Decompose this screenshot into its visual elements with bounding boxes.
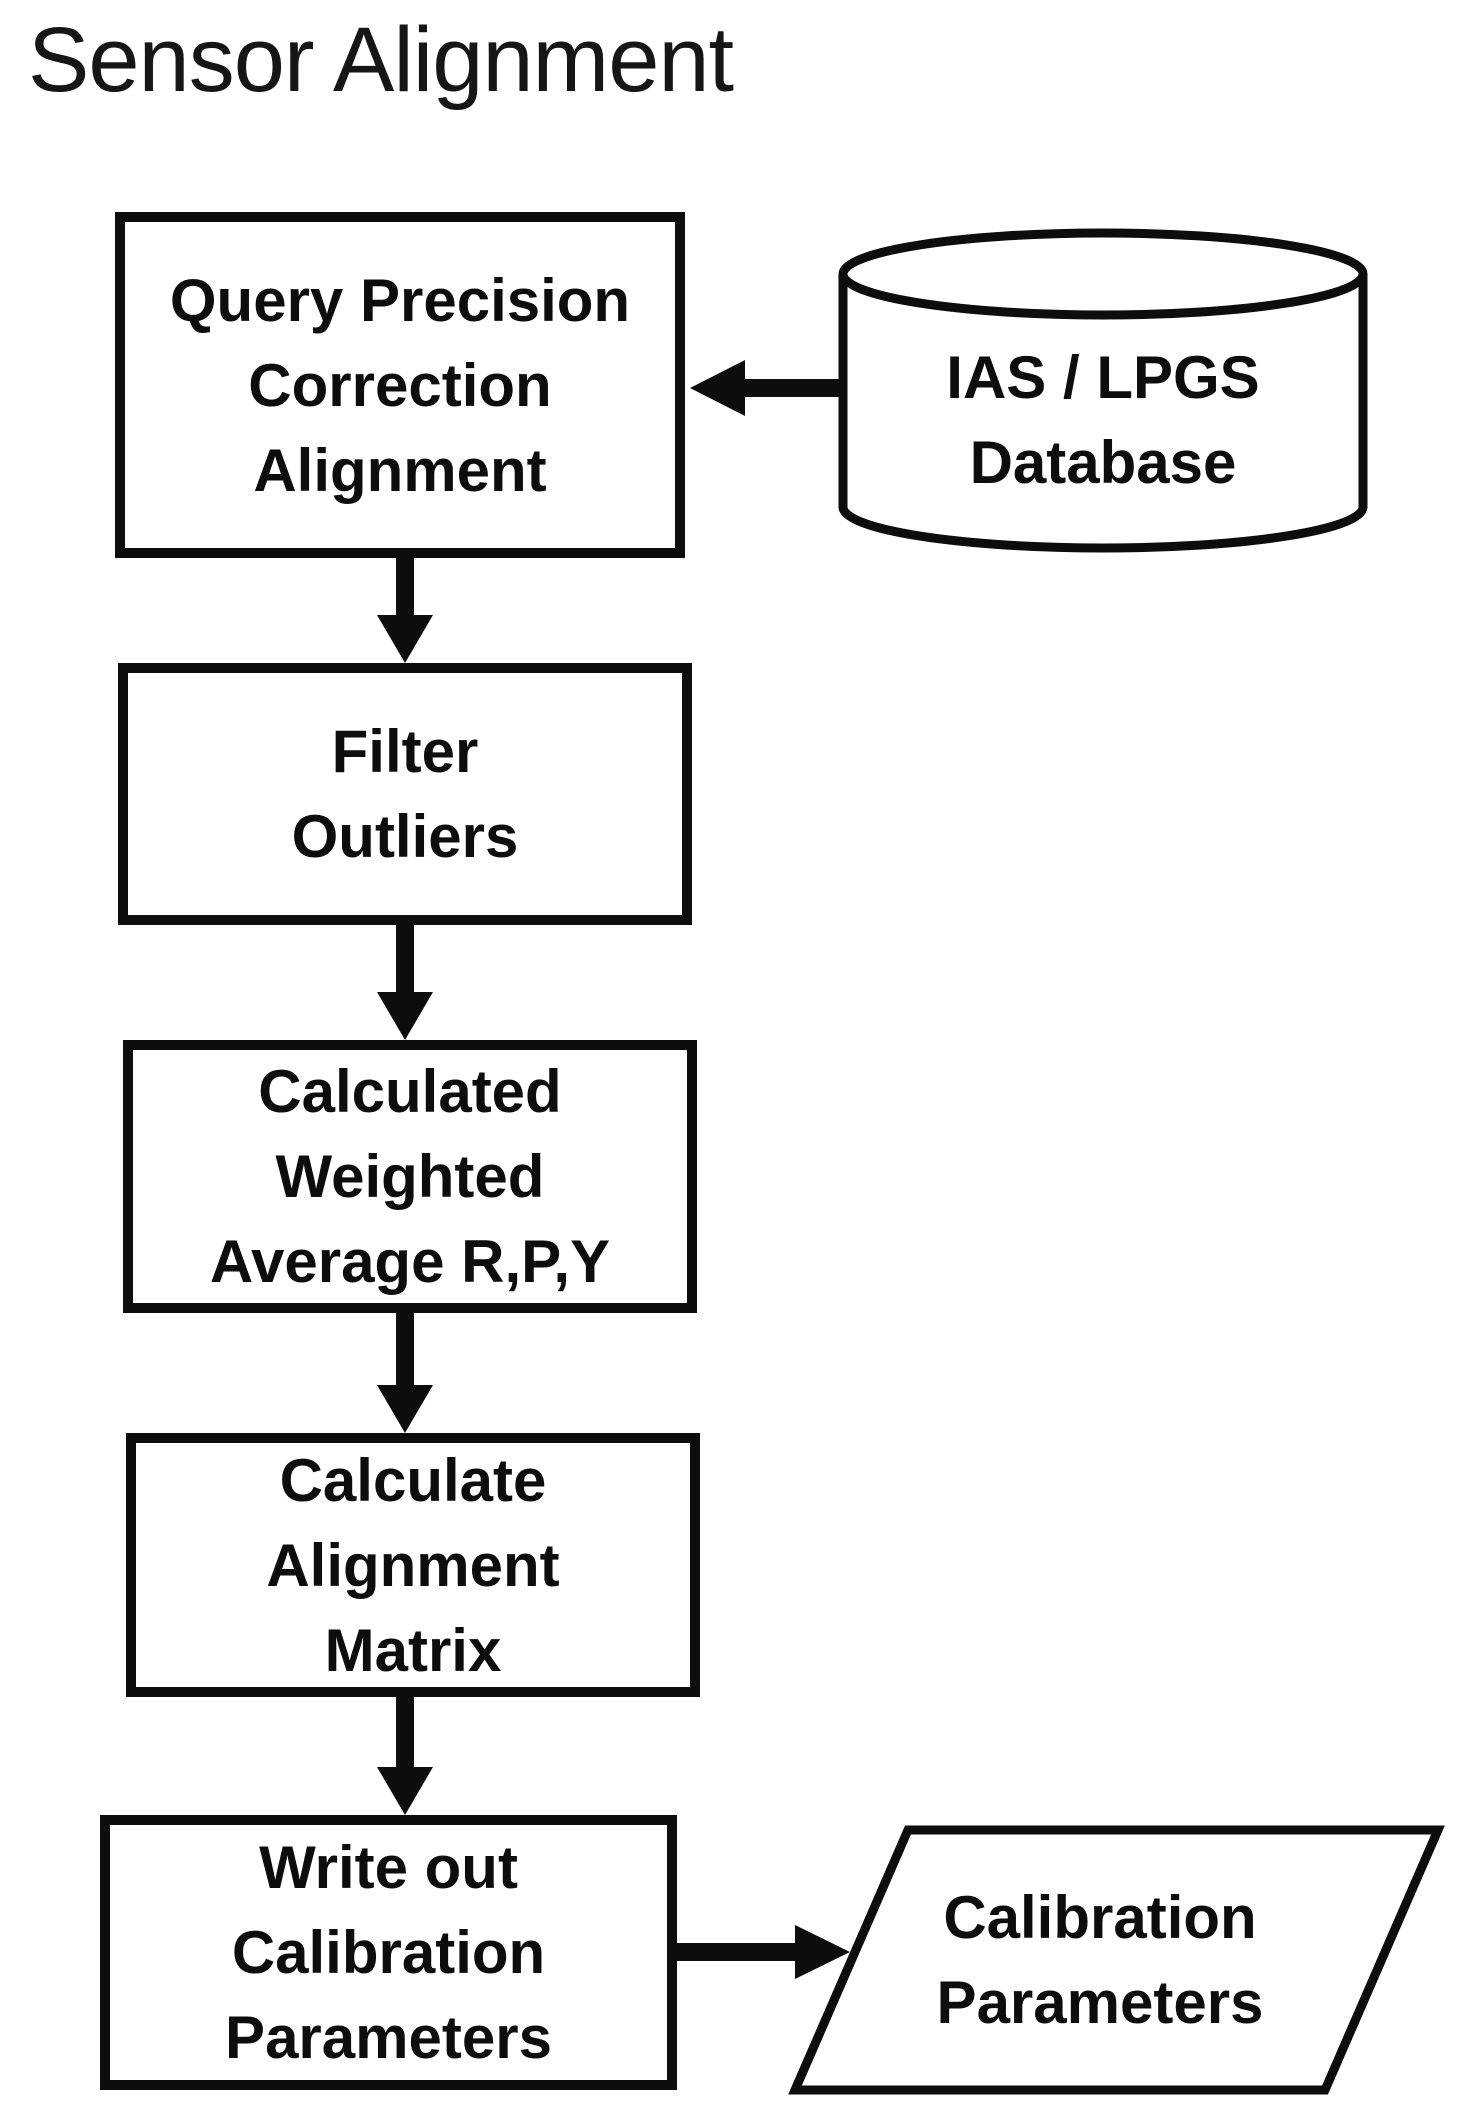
- process-box-write-out-calibration-parameters: Write out Calibration Parameters: [100, 1815, 677, 2090]
- database-cylinder-top: [838, 228, 1368, 320]
- arrow-down-matrix-to-write: [377, 1695, 433, 1815]
- output-parallelogram: [788, 1825, 1445, 2095]
- arrow-right-write-to-parameters: [677, 1925, 850, 1979]
- arrow-down-weighted-to-matrix: [377, 1311, 433, 1433]
- arrow-down-filter-to-weighted: [377, 923, 433, 1040]
- process-box-label: Query Precision Correction Alignment: [169, 266, 631, 504]
- process-box-calculate-alignment-matrix: Calculate Alignment Matrix: [126, 1433, 700, 1697]
- process-box-label: Calculate Alignment Matrix: [266, 1446, 560, 1684]
- process-box-query-precision-correction-alignment: Query Precision Correction Alignment: [115, 212, 685, 558]
- page-title: Sensor Alignment: [28, 9, 734, 111]
- process-box-label: Filter Outliers: [291, 718, 519, 870]
- process-box-label: Calculated Weighted Average R,P,Y: [209, 1058, 611, 1295]
- arrow-left-database-to-query: [690, 360, 843, 416]
- process-box-filter-outliers: Filter Outliers: [118, 663, 692, 925]
- arrow-down-query-to-filter: [377, 556, 433, 663]
- process-box-label: Write out Calibration Parameters: [225, 1834, 552, 2071]
- database-cylinder: [838, 274, 1368, 553]
- process-box-calculated-weighted-average: Calculated Weighted Average R,P,Y: [123, 1040, 697, 1313]
